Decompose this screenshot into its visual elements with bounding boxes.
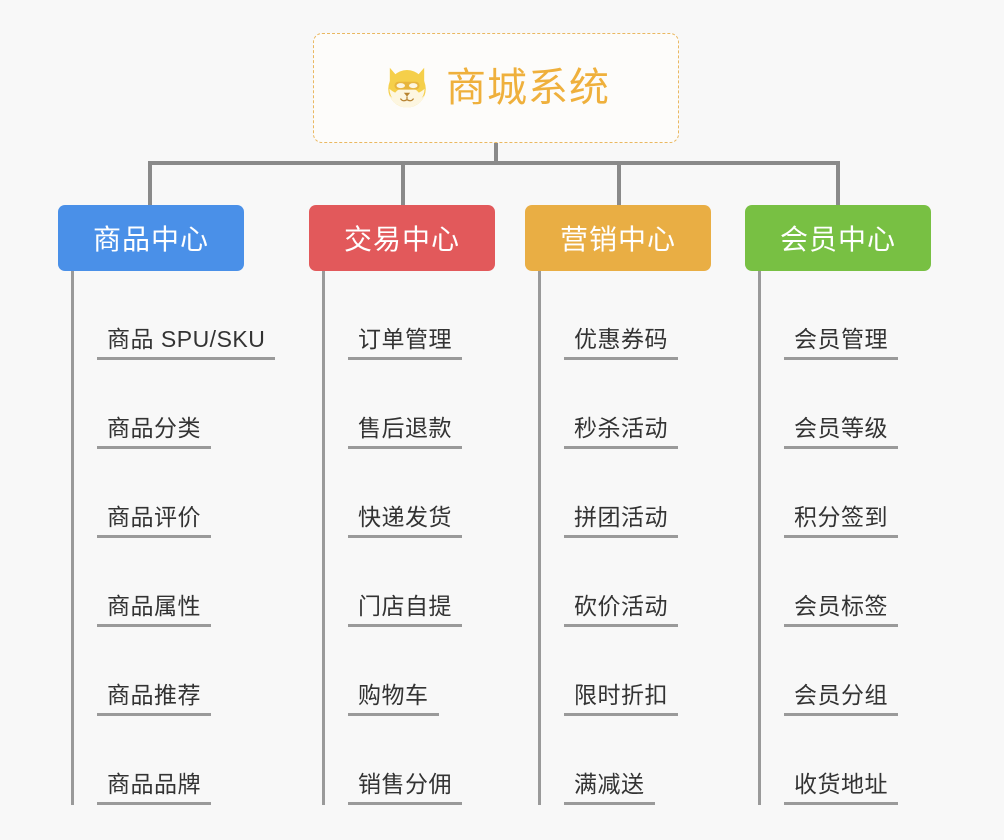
leaf-item-label: 购物车 [348, 683, 439, 716]
leaf-item[interactable]: 快递发货 [322, 449, 495, 538]
leaf-item-label: 商品属性 [97, 594, 211, 627]
branch-column-2: 交易中心订单管理售后退款快递发货门店自提购物车销售分佣 [309, 205, 495, 805]
leaf-item[interactable]: 商品推荐 [71, 627, 244, 716]
connector-horizontal-bus [148, 161, 840, 165]
leaf-item-label: 销售分佣 [348, 772, 462, 805]
leaf-item[interactable]: 商品分类 [71, 360, 244, 449]
category-header-3[interactable]: 营销中心 [525, 205, 711, 271]
root-node[interactable]: 商城系统 [313, 33, 679, 143]
leaf-item[interactable]: 商品评价 [71, 449, 244, 538]
leaf-item[interactable]: 积分签到 [758, 449, 931, 538]
connector-spine-2 [322, 271, 325, 805]
leaf-item[interactable]: 满减送 [538, 716, 711, 805]
branch-column-3: 营销中心优惠券码秒杀活动拼团活动砍价活动限时折扣满减送 [525, 205, 711, 805]
connector-spine-3 [538, 271, 541, 805]
connector-drop-4 [836, 163, 840, 205]
leaf-item[interactable]: 销售分佣 [322, 716, 495, 805]
leaf-item[interactable]: 收货地址 [758, 716, 931, 805]
root-title: 商城系统 [446, 66, 610, 110]
leaf-item-label: 会员标签 [784, 594, 898, 627]
leaf-item[interactable]: 商品 SPU/SKU [71, 271, 276, 360]
leaf-item[interactable]: 订单管理 [322, 271, 495, 360]
leaf-item-label: 收货地址 [784, 772, 898, 805]
leaf-item-label: 会员分组 [784, 683, 898, 716]
leaf-item[interactable]: 会员管理 [758, 271, 931, 360]
branch-column-4: 会员中心会员管理会员等级积分签到会员标签会员分组收货地址 [745, 205, 931, 805]
leaf-item-label: 积分签到 [784, 505, 898, 538]
leaf-item[interactable]: 商品品牌 [71, 716, 244, 805]
leaf-item[interactable]: 砍价活动 [538, 538, 711, 627]
leaf-item[interactable]: 秒杀活动 [538, 360, 711, 449]
leaf-item-label: 商品分类 [97, 416, 211, 449]
category-header-4[interactable]: 会员中心 [745, 205, 931, 271]
leaf-item-label: 商品品牌 [97, 772, 211, 805]
leaf-list-3: 优惠券码秒杀活动拼团活动砍价活动限时折扣满减送 [538, 271, 711, 805]
leaf-item-label: 秒杀活动 [564, 416, 678, 449]
connector-drop-2 [401, 163, 405, 205]
leaf-item[interactable]: 会员标签 [758, 538, 931, 627]
connector-spine-4 [758, 271, 761, 805]
leaf-list-4: 会员管理会员等级积分签到会员标签会员分组收货地址 [758, 271, 931, 805]
leaf-item[interactable]: 购物车 [322, 627, 495, 716]
leaf-item-label: 限时折扣 [564, 683, 678, 716]
connector-spine-1 [71, 271, 74, 805]
leaf-item[interactable]: 门店自提 [322, 538, 495, 627]
leaf-list-1: 商品 SPU/SKU 商品分类商品评价商品属性商品推荐商品品牌 [71, 271, 276, 805]
branch-column-1: 商品中心商品 SPU/SKU 商品分类商品评价商品属性商品推荐商品品牌 [58, 205, 276, 805]
leaf-item-label: 商品推荐 [97, 683, 211, 716]
leaf-item[interactable]: 限时折扣 [538, 627, 711, 716]
leaf-item-label: 会员管理 [784, 327, 898, 360]
category-header-2[interactable]: 交易中心 [309, 205, 495, 271]
leaf-item-label: 优惠券码 [564, 327, 678, 360]
leaf-item-label: 拼团活动 [564, 505, 678, 538]
leaf-item-label: 满减送 [564, 772, 655, 805]
leaf-item[interactable]: 拼团活动 [538, 449, 711, 538]
leaf-item[interactable]: 售后退款 [322, 360, 495, 449]
leaf-item-label: 会员等级 [784, 416, 898, 449]
leaf-item-label: 砍价活动 [564, 594, 678, 627]
leaf-item[interactable]: 会员等级 [758, 360, 931, 449]
leaf-item-label: 售后退款 [348, 416, 462, 449]
connector-root-stem [494, 143, 498, 165]
leaf-item[interactable]: 商品属性 [71, 538, 244, 627]
category-header-1[interactable]: 商品中心 [58, 205, 244, 271]
leaf-item[interactable]: 优惠券码 [538, 271, 711, 360]
leaf-item-label: 商品评价 [97, 505, 211, 538]
leaf-item-label: 快递发货 [348, 505, 462, 538]
leaf-item-label: 门店自提 [348, 594, 462, 627]
leaf-item[interactable]: 会员分组 [758, 627, 931, 716]
connector-drop-1 [148, 163, 152, 205]
leaf-item-label: 商品 SPU/SKU [97, 327, 276, 360]
shiba-dog-face-icon [388, 67, 426, 108]
connector-drop-3 [617, 163, 621, 205]
leaf-item-label: 订单管理 [348, 327, 462, 360]
leaf-list-2: 订单管理售后退款快递发货门店自提购物车销售分佣 [322, 271, 495, 805]
